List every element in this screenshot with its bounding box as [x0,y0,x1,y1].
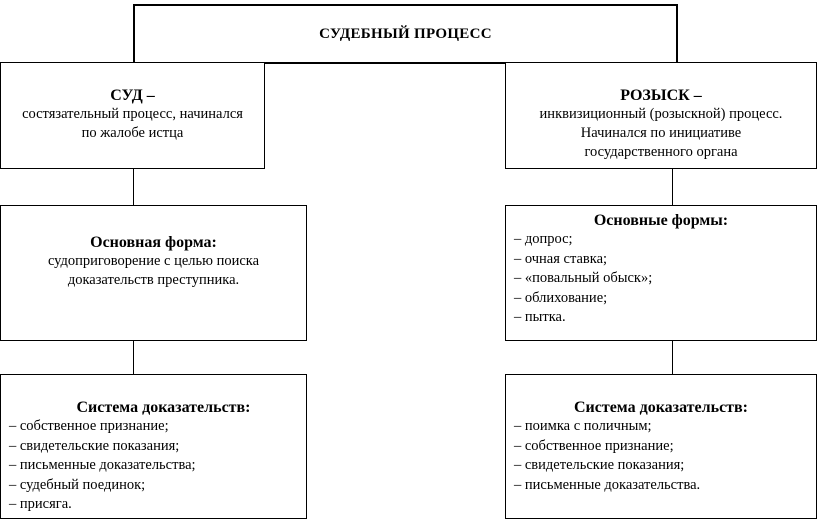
main-form-heading: Основная форма: [90,234,217,251]
main-form-box: Основная форма: судоприговорение с целью… [0,205,307,341]
search-evidence-heading: Система доказательств: [573,399,749,416]
court-evidence-list: собственное признание; свидетельские пок… [1,417,306,515]
search-line-3: государственного органа [584,144,738,160]
diagram-title-text: СУДЕБНЫЙ ПРОЦЕСС [319,25,492,42]
list-item: пытка. [514,308,816,328]
connector-right-2 [672,340,673,375]
search-heading: РОЗЫСК – [620,87,702,104]
main-forms-list: допрос; очная ставка; «повальный обыск»;… [506,230,816,328]
connector-left-1 [133,168,134,206]
court-evidence-heading: Система доказательств: [76,399,251,416]
list-item: поимка с поличным; [514,417,816,437]
list-item: собственное признание; [514,437,816,457]
court-line-1: состязательный процесс, начинался [22,106,243,122]
court-line-2: по жалобе истца [81,125,184,141]
search-line-1: инквизиционный (розыскной) процесс. [539,106,783,122]
main-forms-heading: Основные формы: [593,212,729,229]
list-item: облихование; [514,289,816,309]
search-evidence-box: Система доказательств: поимка с поличным… [505,374,817,519]
list-item: «повальный обыск»; [514,269,816,289]
diagram-title: СУДЕБНЫЙ ПРОЦЕСС [133,4,678,64]
list-item: письменные доказательства; [9,456,306,476]
list-item: свидетельские показания; [514,456,816,476]
list-item: присяга. [9,495,306,515]
search-line-2: Начинался по инициативе [580,125,742,141]
court-heading: СУД – [110,87,155,104]
list-item: судебный поединок; [9,476,306,496]
connector-left-2 [133,340,134,375]
list-item: письменные доказательства. [514,476,816,496]
list-item: очная ставка; [514,250,816,270]
main-form-line-2: доказательств преступника. [67,272,240,288]
court-box: СУД – состязательный процесс, начинался … [0,62,265,169]
main-forms-box: Основные формы: допрос; очная ставка; «п… [505,205,817,341]
main-form-line-1: судоприговорение с целью поиска [47,253,260,269]
list-item: собственное признание; [9,417,306,437]
list-item: свидетельские показания; [9,437,306,457]
search-box: РОЗЫСК – инквизиционный (розыскной) проц… [505,62,817,169]
connector-right-1 [672,168,673,206]
court-evidence-box: Система доказательств: собственное призн… [0,374,307,519]
search-evidence-list: поимка с поличным; собственное признание… [506,417,816,495]
list-item: допрос; [514,230,816,250]
